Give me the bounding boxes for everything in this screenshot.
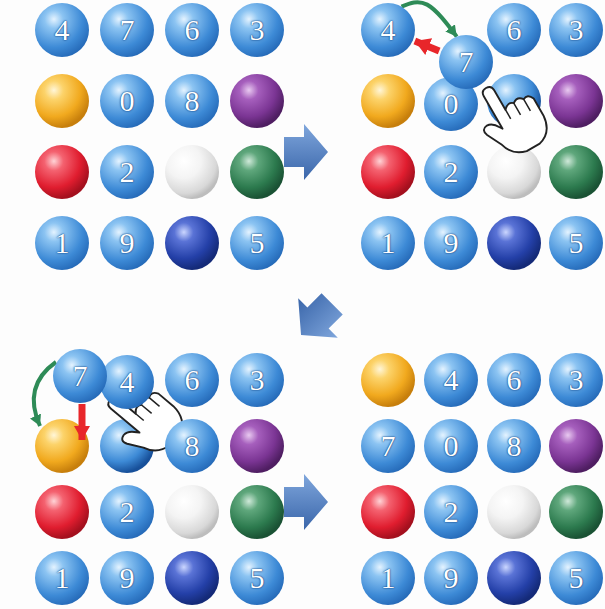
number-ball: 9 xyxy=(100,216,154,270)
ball-number: 8 xyxy=(507,431,522,461)
number-ball: 4 xyxy=(35,3,89,57)
ball-number: 2 xyxy=(120,497,135,527)
ball-number: 7 xyxy=(120,15,135,45)
number-ball: 2 xyxy=(100,145,154,199)
number-ball: 1 xyxy=(361,551,415,605)
number-ball: 5 xyxy=(230,551,284,605)
ball-number: 7 xyxy=(73,361,88,391)
ball-number: 9 xyxy=(444,563,459,593)
ball-number: 1 xyxy=(381,228,396,258)
number-ball: 7 xyxy=(100,3,154,57)
number-ball: 1 xyxy=(361,216,415,270)
number-ball: 1 xyxy=(35,551,89,605)
ball-number: 5 xyxy=(250,228,265,258)
ball-number: 1 xyxy=(381,563,396,593)
ball-number: 8 xyxy=(185,431,200,461)
number-ball: 5 xyxy=(549,551,603,605)
ball-number: 7 xyxy=(459,47,474,77)
ball-number: 3 xyxy=(569,365,584,395)
number-ball: 3 xyxy=(230,353,284,407)
ball-number: 9 xyxy=(444,228,459,258)
number-ball: 8 xyxy=(165,419,219,473)
number-ball: 3 xyxy=(230,3,284,57)
number-ball: 7 xyxy=(53,349,107,403)
drag-arrow xyxy=(79,404,86,440)
number-ball: 0 xyxy=(100,74,154,128)
plain-balls xyxy=(35,74,284,270)
number-ball: 9 xyxy=(424,551,478,605)
drag-arrow xyxy=(415,41,439,51)
number-ball: 7 xyxy=(361,419,415,473)
ball-number: 7 xyxy=(381,431,396,461)
number-ball: 3 xyxy=(549,353,603,407)
number-ball: 2 xyxy=(424,485,478,539)
step-arrow xyxy=(284,124,328,180)
ball-number: 0 xyxy=(444,89,459,119)
number-ball: 7 xyxy=(439,35,493,89)
number-ball: 6 xyxy=(487,3,541,57)
number-ball: 2 xyxy=(100,485,154,539)
number-ball: 6 xyxy=(487,353,541,407)
ball-number: 6 xyxy=(507,365,522,395)
step-arrow xyxy=(284,474,328,530)
step-arrow xyxy=(281,284,352,355)
number-ball: 0 xyxy=(424,419,478,473)
number-ball: 9 xyxy=(424,216,478,270)
ball-number: 2 xyxy=(444,497,459,527)
ball-number: 4 xyxy=(381,15,396,45)
ball-number: 3 xyxy=(250,15,265,45)
number-ball: 9 xyxy=(100,551,154,605)
ball-number: 4 xyxy=(444,365,459,395)
ball-number: 9 xyxy=(120,228,135,258)
ball-number: 4 xyxy=(120,367,135,397)
ball-number: 3 xyxy=(569,15,584,45)
ball-number: 0 xyxy=(120,86,135,116)
number-ball: 8 xyxy=(165,74,219,128)
number-ball: 4 xyxy=(100,355,154,409)
ball-number: 8 xyxy=(185,86,200,116)
number-ball: 2 xyxy=(424,145,478,199)
number-ball: 5 xyxy=(549,216,603,270)
ball-number: 6 xyxy=(185,365,200,395)
number-ball: 4 xyxy=(424,353,478,407)
number-ball: 4 xyxy=(361,3,415,57)
number-ball: 6 xyxy=(165,3,219,57)
ball-number: 6 xyxy=(507,15,522,45)
number-ball: 3 xyxy=(549,3,603,57)
number-ball: 6 xyxy=(165,353,219,407)
ball-number: 5 xyxy=(250,563,265,593)
ball-number: 0 xyxy=(444,431,459,461)
ball-number: 4 xyxy=(55,15,70,45)
ball-number: 1 xyxy=(55,228,70,258)
number-ball: 8 xyxy=(487,419,541,473)
plain-balls xyxy=(361,74,603,270)
ball-number: 3 xyxy=(250,365,265,395)
number-ball: 1 xyxy=(35,216,89,270)
ball-number: 1 xyxy=(55,563,70,593)
plain-balls xyxy=(361,353,603,605)
ball-number: 2 xyxy=(120,157,135,187)
ball-number: 2 xyxy=(444,157,459,187)
number-ball: 5 xyxy=(230,216,284,270)
ball-number: 5 xyxy=(569,228,584,258)
ball-number: 5 xyxy=(569,563,584,593)
ball-number: 6 xyxy=(185,15,200,45)
ball-number: 9 xyxy=(120,563,135,593)
